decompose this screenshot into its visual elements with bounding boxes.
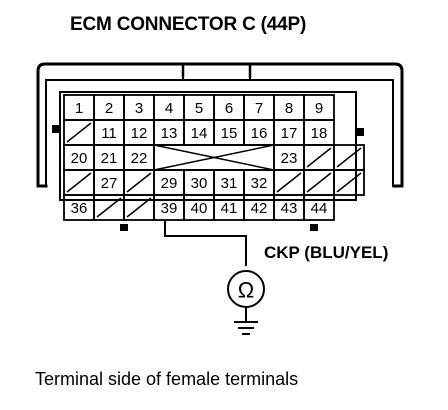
- terminal-cell: [303, 194, 335, 221]
- terminal-11: 11: [101, 125, 117, 142]
- unused-terminal-mark: [336, 172, 362, 193]
- terminal-5: 5: [195, 100, 203, 117]
- terminal-9: 9: [315, 100, 323, 117]
- terminal-16: 16: [251, 125, 268, 142]
- terminal-30: 30: [191, 175, 208, 192]
- unused-terminal-mark: [96, 197, 122, 218]
- unused-terminal-mark: [126, 172, 152, 193]
- signal-label: CKP (BLU/YEL): [264, 243, 389, 262]
- terminal-39: 39: [161, 200, 178, 217]
- terminal-1: 1: [75, 100, 83, 117]
- terminal-12: 12: [131, 125, 148, 142]
- probe-wire: [164, 221, 247, 266]
- terminal-44: 44: [311, 200, 328, 217]
- terminal-40: 40: [191, 200, 208, 217]
- caption: Terminal side of female terminals: [35, 369, 299, 389]
- unused-terminal-mark: [66, 122, 92, 143]
- right-latch: [356, 128, 364, 136]
- unused-terminal-mark: [336, 147, 362, 168]
- terminal-8: 8: [285, 100, 293, 117]
- terminal-2: 2: [105, 100, 113, 117]
- terminal-36: 36: [71, 200, 88, 217]
- terminal-18: 18: [311, 125, 328, 142]
- terminal-cell: [333, 169, 365, 196]
- terminal-17: 17: [281, 125, 298, 142]
- terminal-15: 15: [221, 125, 238, 142]
- connector-title: ECM CONNECTOR C (44P): [70, 14, 307, 35]
- terminal-4: 4: [165, 100, 173, 117]
- terminal-3: 3: [135, 100, 143, 117]
- bottom-key-right: [310, 224, 318, 231]
- terminal-42: 42: [251, 200, 268, 217]
- left-latch: [52, 125, 59, 133]
- terminal-13: 13: [161, 125, 178, 142]
- terminal-21: 21: [101, 150, 118, 167]
- bottom-key-left: [120, 224, 128, 231]
- terminal-14: 14: [191, 125, 208, 142]
- terminal-27: 27: [101, 175, 118, 192]
- terminal-32: 32: [251, 175, 268, 192]
- connector-shell: [59, 91, 357, 201]
- unused-terminal-mark: [306, 172, 332, 193]
- terminal-41: 41: [221, 200, 238, 217]
- terminal-20: 20: [71, 150, 88, 167]
- unused-terminal-mark: [66, 172, 92, 193]
- unused-terminal-mark: [306, 147, 332, 168]
- terminal-7: 7: [255, 100, 263, 117]
- terminal-29: 29: [161, 175, 178, 192]
- terminal-22: 22: [131, 150, 148, 167]
- terminal-43: 43: [281, 200, 298, 217]
- terminal-6: 6: [225, 100, 233, 117]
- unused-terminal-mark: [126, 197, 152, 218]
- blank-block-cross: [153, 144, 275, 171]
- terminal-23: 23: [281, 150, 298, 167]
- unused-terminal-mark: [276, 172, 302, 193]
- ohm-symbol: Ω: [238, 278, 254, 303]
- terminal-31: 31: [221, 175, 238, 192]
- lock-tab: [181, 62, 252, 78]
- ground-icon: [234, 321, 258, 335]
